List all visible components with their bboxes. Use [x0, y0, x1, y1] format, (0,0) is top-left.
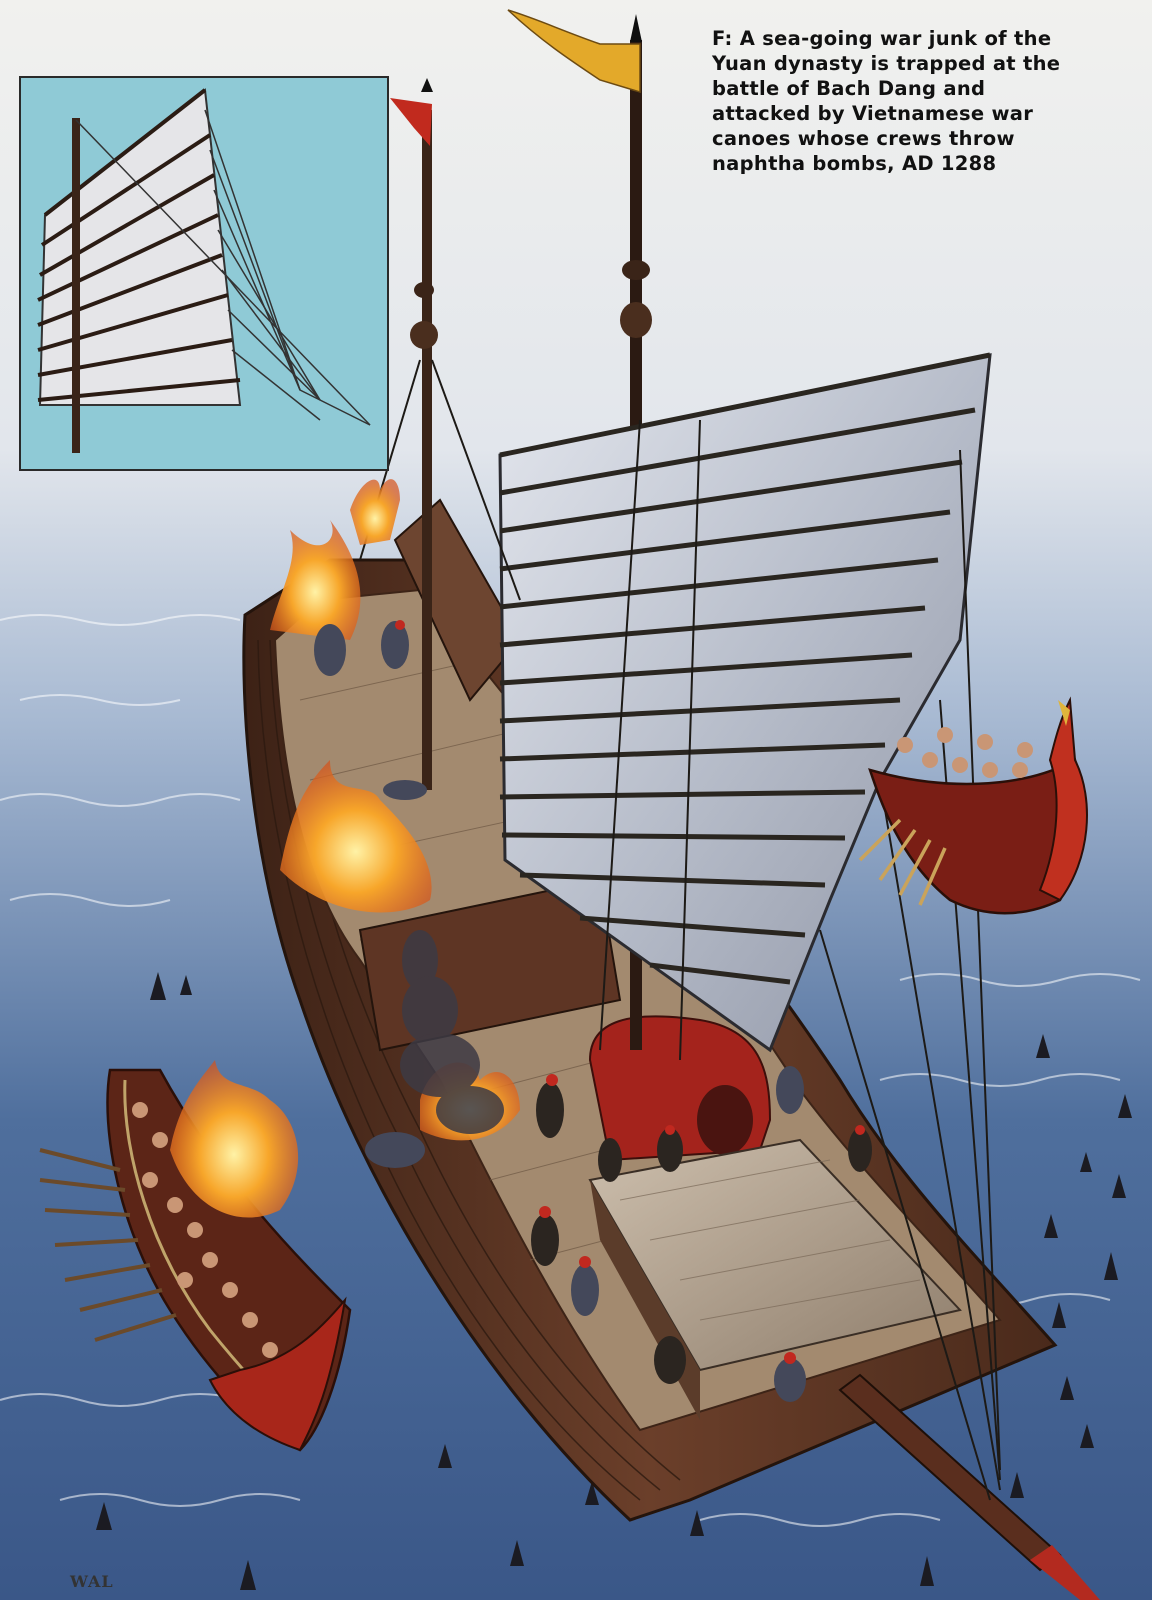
main-sail — [359, 352, 1001, 1501]
pennant-red — [390, 98, 432, 146]
inset-rigging — [75, 109, 371, 426]
inset-sail-diagram — [19, 76, 389, 471]
canoe-oars — [39, 1148, 177, 1342]
caption-line: naphtha bombs, AD 1288 — [712, 152, 997, 175]
canoe-dragon-head — [1038, 696, 1088, 902]
war-canoe-left — [39, 1060, 352, 1452]
sail-battens — [499, 352, 991, 985]
inset-battens — [37, 88, 241, 402]
canoe-crew — [132, 1102, 278, 1358]
caption-line: battle of Bach Dang and — [712, 77, 986, 100]
war-canoe-right — [858, 696, 1088, 915]
pennant-yellow — [507, 9, 641, 94]
caption-line: canoes whose crews throw — [712, 127, 1015, 150]
caption-line: F: A sea-going war junk of the — [712, 27, 1052, 50]
caption-line: attacked by Vietnamese war — [712, 102, 1034, 125]
canoe-fire — [170, 1060, 299, 1218]
inset-mast — [72, 118, 80, 453]
canoe-dragon-prow — [208, 1296, 347, 1452]
mizzen-mast — [422, 110, 432, 790]
artist-signature: WAL — [70, 1572, 114, 1591]
caption-line: Yuan dynasty is trapped at the — [712, 52, 1061, 75]
river-stakes — [96, 972, 1132, 1590]
canoe-oars-right — [858, 818, 947, 906]
smoke — [400, 930, 504, 1134]
red-canopy — [588, 1015, 772, 1162]
yuan-soldiers — [314, 620, 872, 1402]
illustration-caption: F: A sea-going war junk of the Yuan dyna… — [712, 26, 1132, 176]
